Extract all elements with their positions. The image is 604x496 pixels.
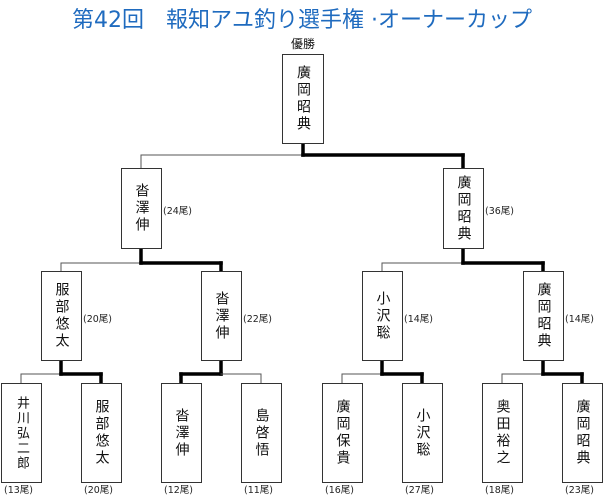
player-name: 沓澤伸 — [213, 290, 230, 342]
player-score: (24尾) — [163, 206, 193, 217]
player-name: 島啓悟 — [253, 407, 270, 459]
first-round-player-box: 沓澤伸 — [161, 383, 202, 483]
player-name: 服部悠太 — [93, 399, 110, 467]
player-name: 服部悠太 — [53, 282, 70, 350]
player-name: 小沢聡 — [374, 290, 391, 342]
champion-box: 廣岡昭典 — [282, 54, 324, 144]
player-name: 沓澤伸 — [133, 183, 150, 234]
player-score: (11尾) — [244, 485, 274, 496]
player-name: 廣岡昭典 — [535, 282, 552, 350]
player-name: 小沢聡 — [414, 407, 431, 459]
player-score: (12尾) — [164, 485, 194, 496]
first-round-player-box: 服部悠太 — [81, 383, 122, 483]
player-name: 沓澤伸 — [173, 407, 190, 459]
winner-label: 優勝 — [290, 37, 315, 51]
first-round-player-box: 小沢聡 — [402, 383, 443, 483]
player-score: (14尾) — [404, 314, 434, 325]
player-name: 廣岡保貴 — [334, 399, 351, 467]
player-score: (16尾) — [325, 485, 355, 496]
first-round-player-box: 廣岡昭典 — [562, 383, 603, 483]
final-player-box: 沓澤伸 — [121, 168, 162, 249]
player-score: (14尾) — [565, 314, 595, 325]
semifinal-player-box: 廣岡昭典 — [523, 271, 564, 361]
player-score: (20尾) — [84, 485, 114, 496]
player-score: (18尾) — [485, 485, 515, 496]
semifinal-player-box: 沓澤伸 — [201, 271, 242, 361]
player-score: (36尾) — [485, 206, 515, 217]
champion-name: 廣岡昭典 — [295, 65, 311, 133]
player-name: 奥田裕之 — [494, 399, 511, 467]
player-name: 井川弘二郎 — [14, 395, 29, 471]
first-round-player-box: 奥田裕之 — [482, 383, 523, 483]
player-score: (23尾) — [565, 485, 595, 496]
final-player-box: 廣岡昭典 — [443, 168, 484, 249]
player-score: (20尾) — [83, 314, 113, 325]
player-name: 廣岡昭典 — [574, 399, 591, 467]
player-score: (27尾) — [405, 485, 435, 496]
page-title: 第42回 報知アユ釣り選手権 ·オーナーカップ — [72, 8, 532, 33]
player-score: (22尾) — [243, 314, 273, 325]
first-round-player-box: 島啓悟 — [241, 383, 282, 483]
first-round-player-box: 井川弘二郎 — [1, 383, 42, 483]
player-name: 廣岡昭典 — [455, 174, 472, 243]
player-score: (13尾) — [4, 485, 34, 496]
semifinal-player-box: 小沢聡 — [362, 271, 403, 361]
first-round-player-box: 廣岡保貴 — [322, 383, 363, 483]
semifinal-player-box: 服部悠太 — [41, 271, 82, 361]
